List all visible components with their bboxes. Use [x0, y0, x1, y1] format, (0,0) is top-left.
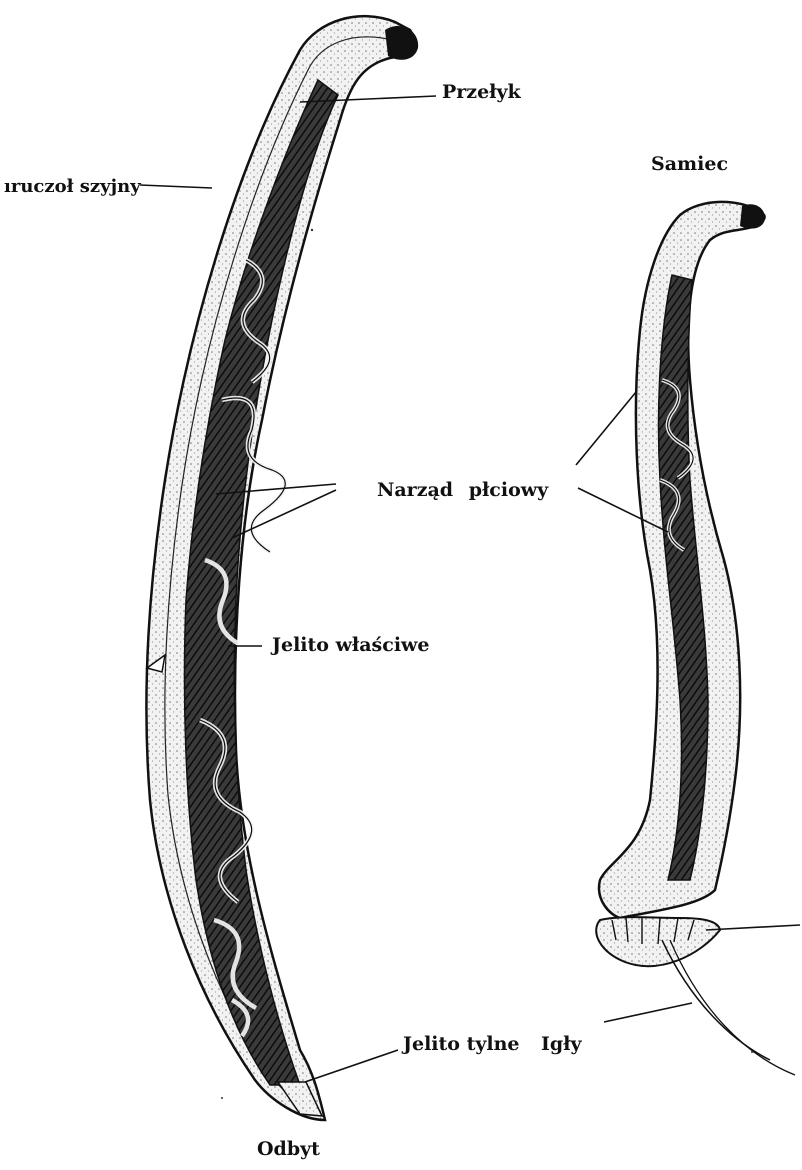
label-przelyk: Przełyk [442, 83, 521, 102]
male-spicule-2 [670, 940, 795, 1075]
male-worm [596, 202, 795, 1075]
label-jelito-wlasciwe: Jelito właściwe [272, 636, 429, 655]
male-head [740, 204, 765, 228]
female-head [385, 26, 418, 60]
label-narzad-plciowy: Narząd płciowy [377, 481, 548, 500]
label-jelito-tylne: Jelito tylne [403, 1035, 520, 1054]
female-worm [146, 16, 418, 1120]
label-samiec: Samiec [651, 155, 728, 174]
label-igly: Igły [541, 1035, 582, 1054]
label-gruczol-szyjny: ıruczoł szyjny [4, 178, 141, 196]
label-odbyt: Odbyt [257, 1140, 320, 1159]
